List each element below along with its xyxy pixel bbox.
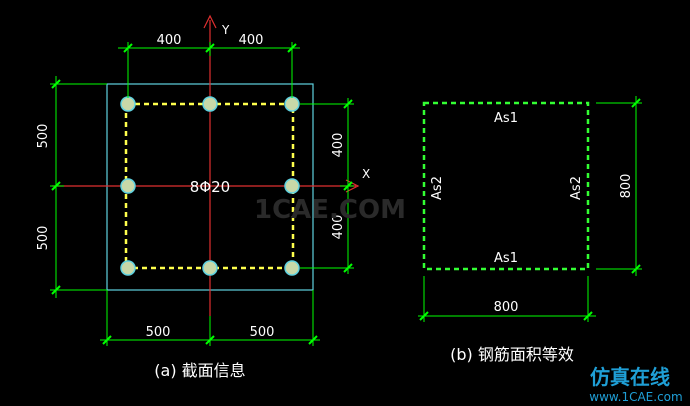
x-axis-arrow-icon — [345, 179, 360, 193]
rebar — [120, 260, 136, 276]
watermark-center: 1CAE.COM — [254, 195, 406, 225]
b-right-label: As2 — [569, 176, 584, 200]
dim-top-right-label: 400 — [239, 33, 264, 48]
caption-b: (b) 钢筋面积等效 — [450, 345, 574, 364]
b-top-label: As1 — [494, 111, 518, 126]
watermark-site-name: 仿真在线 — [590, 365, 670, 389]
dim-top — [118, 42, 300, 98]
dim-right — [300, 98, 354, 274]
dim-left-top-label: 500 — [36, 124, 51, 149]
dim-bottom-right-label: 500 — [250, 325, 275, 340]
rebar — [120, 96, 136, 112]
dim-bottom-left-label: 500 — [146, 325, 171, 340]
b-dim-bottom-label: 800 — [494, 300, 519, 315]
b-left-label: As2 — [430, 176, 445, 200]
rebar — [120, 178, 136, 194]
b-dim-bottom — [418, 276, 596, 322]
rebar — [284, 178, 300, 194]
dim-left — [50, 76, 107, 298]
caption-a: (a) 截面信息 — [154, 361, 245, 380]
b-dim-right-label: 800 — [619, 174, 634, 199]
site-watermark: 仿真在线 www.1CAE.com — [589, 365, 682, 404]
y-axis-arrow-icon — [203, 14, 217, 29]
dim-left-bottom-label: 500 — [36, 226, 51, 251]
dim-top-left-label: 400 — [157, 33, 182, 48]
section-a: 400 400 Y 500 500 400 400 X — [36, 14, 370, 380]
rebar — [202, 96, 218, 112]
dim-right-bottom-label: 400 — [331, 215, 346, 240]
axis-y-label: Y — [221, 23, 230, 37]
b-bottom-label: As1 — [494, 251, 518, 266]
rebar — [284, 260, 300, 276]
b-dim-right — [596, 96, 642, 276]
dim-bottom — [100, 290, 320, 346]
equivalent-outline-dashed — [422, 101, 590, 271]
dim-right-top-label: 400 — [331, 133, 346, 158]
center-rebar-label: 8Φ20 — [190, 178, 230, 196]
rebar — [202, 260, 218, 276]
rebar — [284, 96, 300, 112]
watermark-url: www.1CAE.com — [589, 390, 682, 404]
axis-x-label: X — [362, 167, 370, 181]
section-b: As1 As1 As2 As2 800 800 (b) 钢筋面积等效 — [418, 96, 642, 364]
rebar-group — [120, 96, 300, 276]
